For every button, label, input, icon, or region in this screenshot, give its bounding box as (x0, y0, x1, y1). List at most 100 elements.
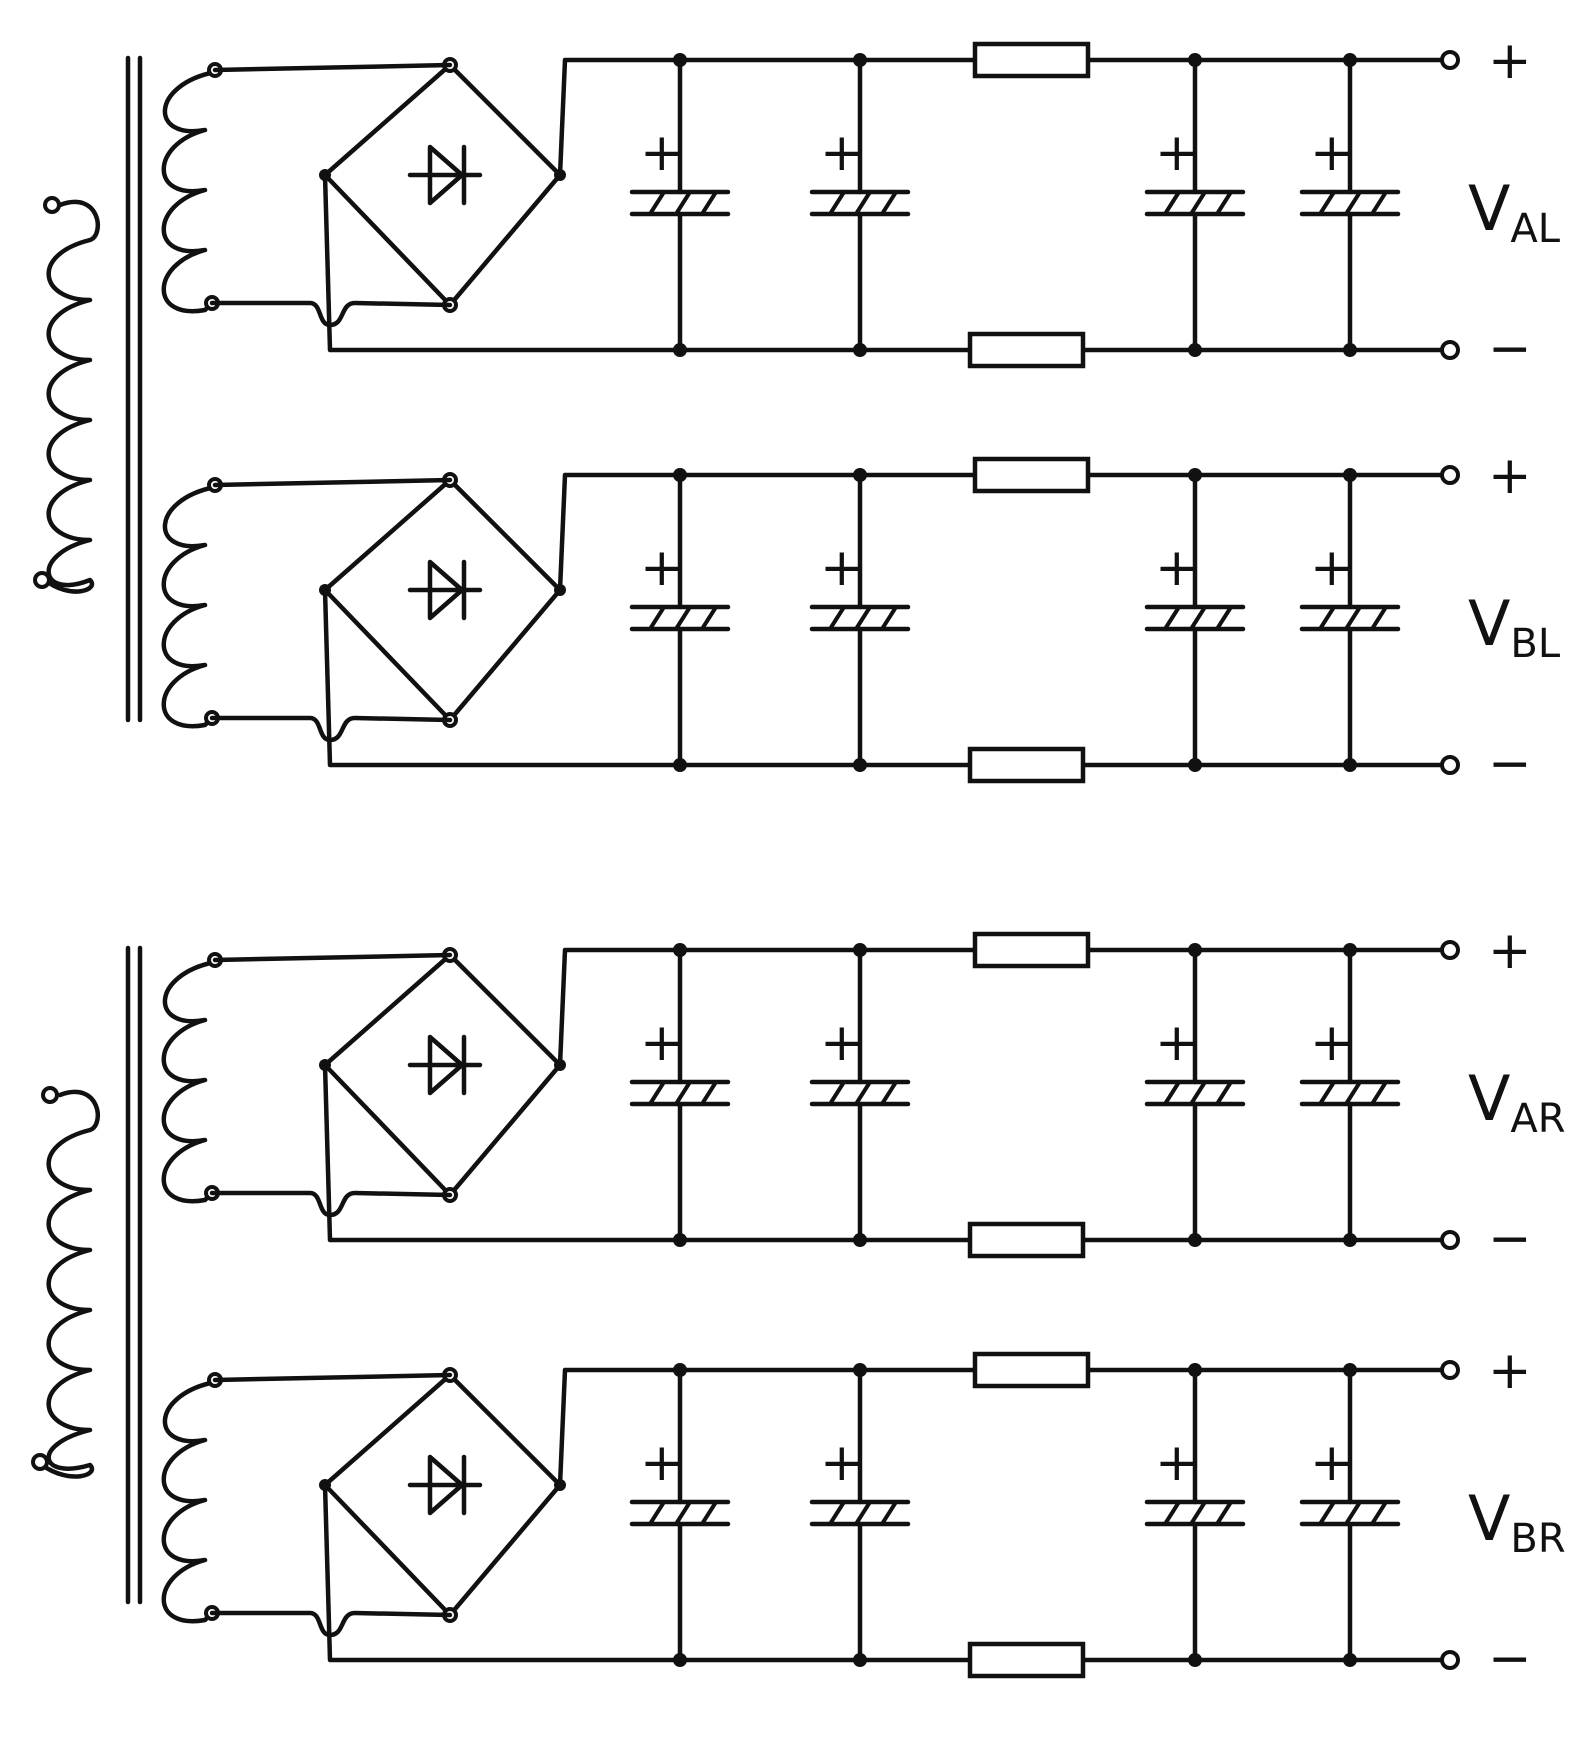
capacitor-polarity-plus: + (820, 123, 864, 183)
series-resistor (972, 456, 1091, 494)
output-terminal-negative (1440, 1650, 1460, 1670)
junction-node (853, 468, 867, 482)
junction-node (1188, 943, 1202, 957)
junction-node (1188, 468, 1202, 482)
wire (212, 952, 453, 963)
transformer-2-primary-winding (31, 1086, 100, 1479)
capacitor-hatch (674, 190, 692, 216)
output-plus-sign: + (1488, 31, 1532, 91)
electrolytic-capacitor: + (1299, 468, 1401, 772)
wire (322, 1062, 683, 1243)
capacitor-hatch (1215, 1500, 1233, 1526)
junction-node (853, 53, 867, 67)
capacitor-hatch (1189, 190, 1207, 216)
junction-node (673, 53, 687, 67)
primary-terminal (31, 1453, 49, 1471)
output-minus-sign: − (1488, 734, 1532, 794)
capacitor-polarity-plus: + (820, 538, 864, 598)
capacitor-hatch (1215, 1080, 1233, 1106)
output-voltage-label: VBL (1468, 587, 1561, 667)
electrolytic-capacitor: + (629, 1363, 731, 1667)
output-voltage-label: VBR (1468, 1482, 1566, 1562)
junction-node (1343, 53, 1357, 67)
junction-node (673, 1233, 687, 1247)
capacitor-polarity-plus: + (1155, 123, 1199, 183)
capacitor-hatch (648, 190, 666, 216)
wire (322, 587, 683, 768)
capacitor-hatch (700, 190, 718, 216)
capacitor-hatch (828, 190, 846, 216)
capacitor-hatch (854, 605, 872, 631)
wire (212, 62, 453, 73)
series-resistor (972, 931, 1091, 969)
output-voltage-label: VAL (1468, 172, 1561, 252)
junction-node (853, 1653, 867, 1667)
output-label-group: + − VBL (1468, 446, 1561, 794)
capacitor-hatch (700, 605, 718, 631)
output-label-group: + − VBR (1468, 1341, 1566, 1689)
junction-node (1343, 1233, 1357, 1247)
capacitor-polarity-plus: + (1155, 1013, 1199, 1073)
secondary-winding (161, 959, 218, 1204)
wire (557, 947, 683, 1068)
electrolytic-capacitor: + (629, 468, 731, 772)
capacitor-hatch (828, 605, 846, 631)
diode-symbol (407, 144, 483, 206)
junction-node (1343, 343, 1357, 357)
junction-node (1188, 758, 1202, 772)
wire (212, 477, 453, 488)
transformer-1 (33, 55, 143, 723)
capacitor-hatch (1189, 1500, 1207, 1526)
capacitor-hatch (1318, 1080, 1336, 1106)
secondary-section: ++++ (161, 1351, 1460, 1679)
electrolytic-capacitor: + (809, 53, 911, 357)
capacitor-hatch (648, 1080, 666, 1106)
junction-node (853, 943, 867, 957)
junction-node (853, 1363, 867, 1377)
capacitor-hatch (1163, 605, 1181, 631)
secondary-winding (161, 484, 218, 729)
wire (322, 172, 683, 353)
capacitor-hatch (1215, 605, 1233, 631)
junction-node (1188, 53, 1202, 67)
electrolytic-capacitor: + (1144, 943, 1246, 1247)
capacitor-hatch (1344, 1080, 1362, 1106)
electrolytic-capacitor: + (809, 1363, 911, 1667)
junction-node (1343, 758, 1357, 772)
capacitor-hatch (674, 1500, 692, 1526)
transformer-1-core (125, 55, 143, 723)
series-resistor (972, 41, 1091, 79)
junction-node (853, 343, 867, 357)
bridge-rectifier (322, 477, 563, 723)
electrolytic-capacitor: + (1299, 943, 1401, 1247)
secondary-winding (161, 69, 218, 314)
junction-node (673, 943, 687, 957)
output-plus-sign: + (1488, 446, 1532, 506)
capacitor-hatch (1318, 190, 1336, 216)
output-terminal-positive (1440, 465, 1460, 485)
secondary-winding (161, 1379, 218, 1624)
electrolytic-capacitor: + (809, 468, 911, 772)
electrolytic-capacitor: + (1144, 53, 1246, 357)
diode-symbol (407, 1034, 483, 1096)
capacitor-polarity-plus: + (640, 123, 684, 183)
bridge-rectifier (322, 62, 563, 308)
output-plus-sign: + (1488, 921, 1532, 981)
output-minus-sign: − (1488, 1209, 1532, 1269)
capacitor-hatch (1318, 605, 1336, 631)
output-plus-sign: + (1488, 1341, 1532, 1401)
capacitor-hatch (880, 605, 898, 631)
capacitor-hatch (674, 605, 692, 631)
primary-terminal (33, 571, 51, 589)
capacitor-hatch (1370, 1080, 1388, 1106)
capacitor-polarity-plus: + (640, 1433, 684, 1493)
capacitor-hatch (1163, 190, 1181, 216)
capacitor-hatch (828, 1080, 846, 1106)
output-minus-sign: − (1488, 1629, 1532, 1689)
output-terminal-positive (1440, 940, 1460, 960)
output-terminal-negative (1440, 1230, 1460, 1250)
junction-node (1188, 1363, 1202, 1377)
junction-node (1343, 1363, 1357, 1377)
secondary-section: ++++ (161, 456, 1460, 784)
capacitor-polarity-plus: + (820, 1013, 864, 1073)
